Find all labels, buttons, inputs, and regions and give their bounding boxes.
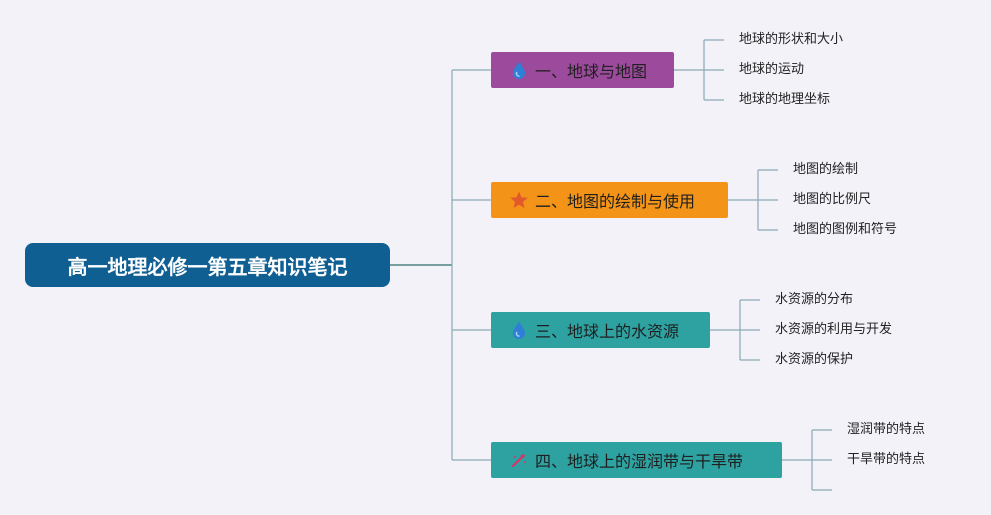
leaf-topic[interactable]: 地图的绘制 xyxy=(793,162,859,177)
branch-topic-2[interactable]: 二、地图的绘制与使用 xyxy=(491,182,728,218)
branch-topic-4[interactable]: 四、地球上的湿润带与干旱带 xyxy=(491,442,782,478)
magic-wand-icon xyxy=(511,453,526,468)
leaf-topic[interactable]: 地球的运动 xyxy=(739,62,805,77)
leaf-topic[interactable]: 地球的地理坐标 xyxy=(739,92,831,107)
children-bracket-4 xyxy=(782,429,832,491)
branch-label-3: 三、地球上的水资源 xyxy=(535,322,680,341)
branch-label-4: 四、地球上的湿润带与干旱带 xyxy=(535,452,744,471)
children-bracket-2 xyxy=(728,169,778,231)
leaf-topic[interactable]: 干旱带的特点 xyxy=(847,452,926,467)
root-topic[interactable]: 高一地理必修一第五章知识笔记 xyxy=(25,243,390,287)
water-drop-icon xyxy=(513,62,525,79)
root-topic-label: 高一地理必修一第五章知识笔记 xyxy=(67,254,348,279)
branch-label-1: 一、地球与地图 xyxy=(535,62,648,81)
leaf-topic[interactable]: 湿润带的特点 xyxy=(847,422,926,437)
branch-label-2: 二、地图的绘制与使用 xyxy=(535,192,696,211)
leaf-topic[interactable]: 水资源的保护 xyxy=(775,352,854,367)
leaf-topic[interactable]: 地图的比例尺 xyxy=(793,192,872,207)
children-bracket-3 xyxy=(710,299,760,361)
leaf-topic[interactable]: 地球的形状和大小 xyxy=(739,32,844,47)
water-drop-icon xyxy=(513,322,525,339)
branch-topic-3[interactable]: 三、地球上的水资源 xyxy=(491,312,710,348)
leaf-topic[interactable]: 地图的图例和符号 xyxy=(793,222,898,237)
leaf-topic[interactable]: 水资源的分布 xyxy=(775,292,854,307)
children-bracket-1 xyxy=(674,39,724,101)
branch-topic-1[interactable]: 一、地球与地图 xyxy=(491,52,674,88)
star-icon xyxy=(510,191,528,209)
leaf-topic[interactable]: 水资源的利用与开发 xyxy=(775,322,893,337)
